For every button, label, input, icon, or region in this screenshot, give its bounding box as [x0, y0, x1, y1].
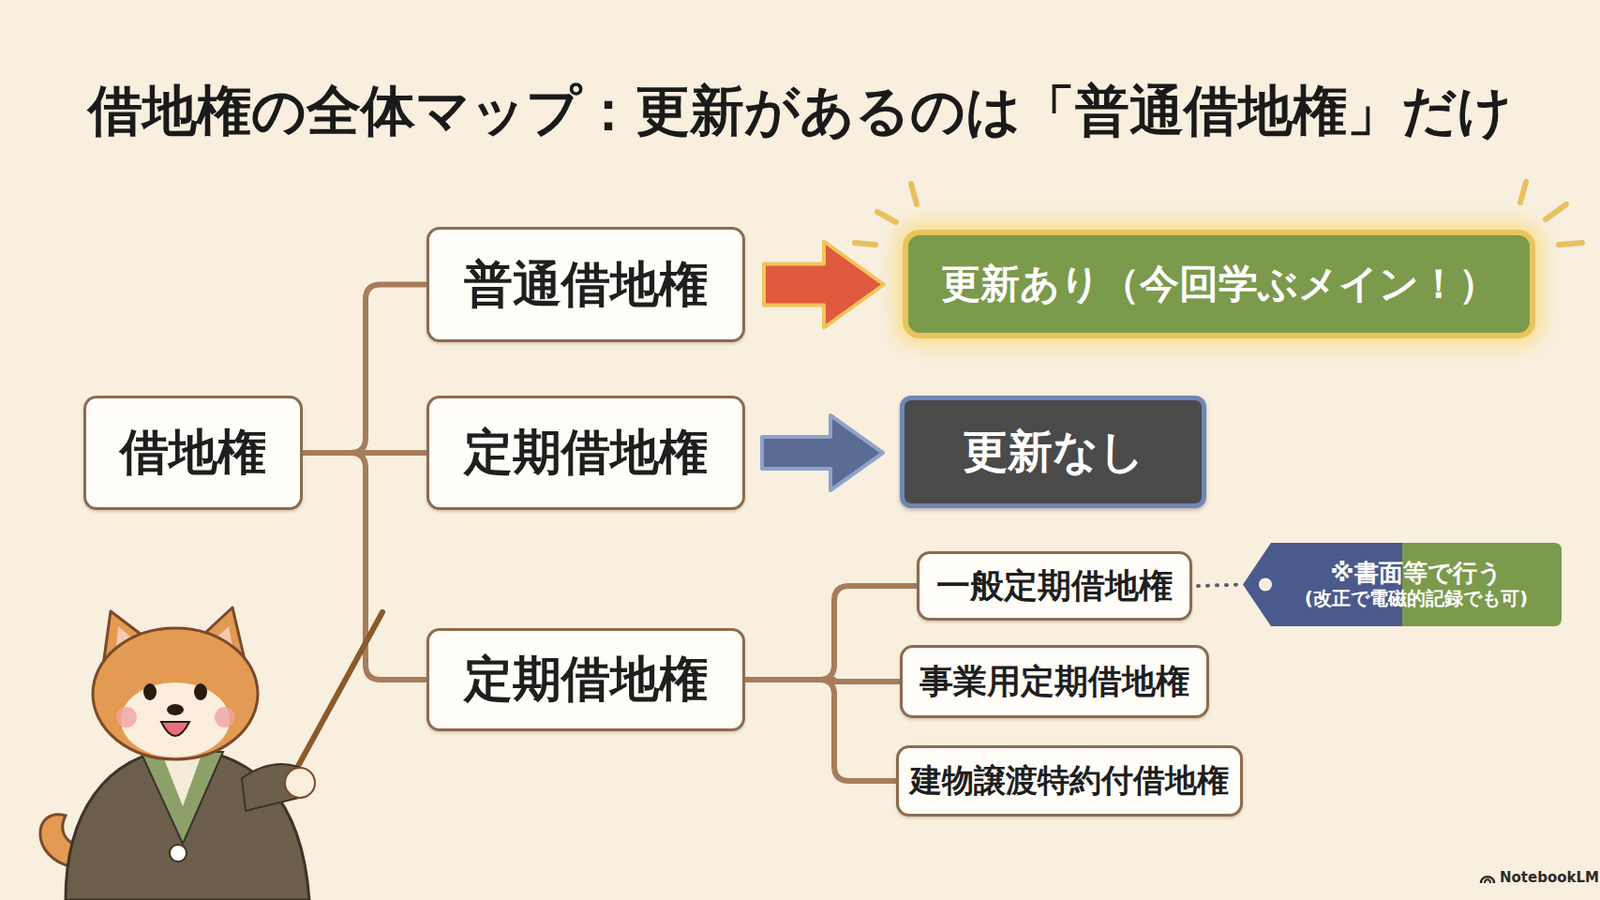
tail: [40, 814, 92, 868]
ear-inner: [206, 626, 235, 657]
tag-hole: [1258, 578, 1272, 592]
kimono: [65, 747, 310, 900]
category-box: 定期借地権: [426, 628, 746, 732]
cheek: [116, 706, 137, 728]
node-label: 更新あり（今回学ぶメイン！）: [941, 261, 1498, 307]
logo-arc: [1484, 879, 1491, 883]
sparkle-ray: [854, 242, 876, 245]
tree-connector: [745, 679, 897, 781]
result-box: 更新あり（今回学ぶメイン！）: [902, 229, 1536, 339]
shiba-mascot: [40, 607, 383, 900]
node-label: 事業用定期借地権: [919, 661, 1190, 701]
block-arrow: [763, 241, 884, 329]
head: [92, 628, 258, 760]
eye: [194, 683, 208, 701]
node-label: ※書面等で行う: [1330, 559, 1502, 588]
category-box: 普通借地権: [426, 226, 746, 343]
himo-tassel: [169, 844, 187, 862]
pointer-stick: [281, 612, 383, 797]
notebooklm-logo: [1480, 876, 1495, 883]
subtype-box: 一般定期借地権: [916, 551, 1193, 621]
dotted-leader: [1197, 584, 1242, 587]
sparkle-ray: [877, 211, 897, 223]
tag-body: [1242, 542, 1562, 627]
cheek: [214, 706, 236, 728]
watermark: NotebookLM: [1499, 868, 1600, 886]
sparkle-ray: [1558, 242, 1583, 245]
result-box: 更新なし: [899, 395, 1207, 509]
sleeve: [241, 763, 302, 811]
nose: [166, 703, 184, 716]
note-tag: ※書面等で行う(改正で電磁的記録でも可): [1242, 540, 1562, 629]
sparkle-ray: [1545, 204, 1567, 220]
sparkle-ray: [1520, 181, 1526, 203]
mouth: [161, 721, 190, 736]
tree-connector: [745, 585, 917, 680]
subtype-box: 建物譲渡特約付借地権: [896, 745, 1243, 817]
root-box: 借地権: [83, 395, 303, 510]
ear-inner: [115, 626, 143, 657]
paw: [284, 767, 315, 798]
undershirt: [161, 751, 203, 807]
sparkle-ray: [911, 183, 917, 205]
kimono-collar: [140, 751, 224, 844]
node-label: 建物譲渡特約付借地権: [910, 762, 1229, 799]
tree-connector: [302, 284, 427, 454]
muzzle: [120, 682, 230, 758]
node-label: 更新なし: [962, 425, 1145, 478]
subtype-box: 事業用定期借地権: [899, 644, 1210, 718]
block-arrow: [762, 415, 883, 491]
node-label: 定期借地権: [463, 424, 708, 481]
node-label: 普通借地権: [463, 256, 708, 314]
node-label: 借地権: [119, 424, 267, 481]
title-text: 借地権の全体マップ：更新があるのは「普通借地権」だけ: [0, 74, 1600, 149]
left-ear: [103, 611, 158, 666]
node-label: 一般定期借地権: [936, 566, 1173, 605]
eye: [143, 683, 157, 701]
category-box: 定期借地権: [426, 395, 746, 510]
tree-connector: [302, 452, 427, 680]
node-label: 定期借地権: [463, 651, 708, 708]
node-sublabel: (改正で電磁的記録でも可): [1304, 587, 1528, 610]
logo-arc: [1480, 876, 1495, 883]
right-ear: [192, 607, 246, 664]
